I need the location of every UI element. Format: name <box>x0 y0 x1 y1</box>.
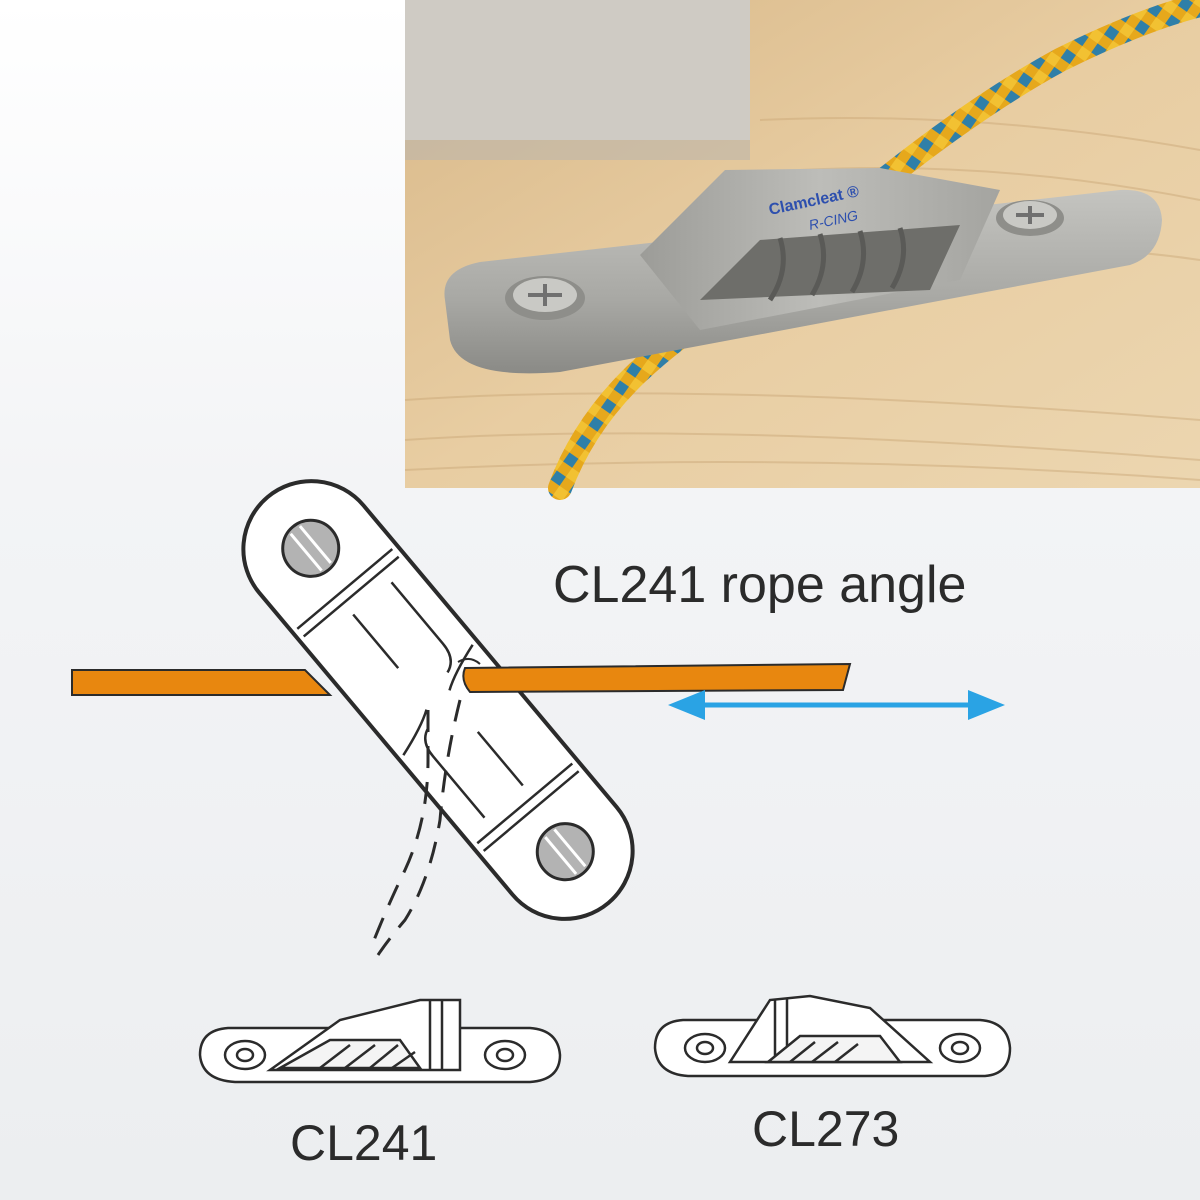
pull-direction-arrow <box>668 690 1005 720</box>
background-object <box>405 0 750 140</box>
cleat-top-view <box>241 479 635 921</box>
rope-alternate-path <box>370 699 462 956</box>
rope-right-segment <box>457 658 852 694</box>
cleat-outline-cl273 <box>653 994 1012 1078</box>
screw-right-photo <box>996 200 1064 236</box>
rope-left-segment <box>71 669 333 696</box>
product-photo: Clamcleat ® R-CING <box>404 0 1200 500</box>
cleat-photo: Clamcleat ® R-CING <box>444 168 1162 374</box>
screw-left-photo <box>505 276 585 320</box>
screw-left-icon <box>281 518 341 578</box>
cleat-outline-cl241 <box>198 998 562 1084</box>
diagram-title: CL241 rope angle <box>553 556 966 614</box>
product-label-cl273: CL273 <box>752 1101 899 1157</box>
product-label-cl241: CL241 <box>290 1115 437 1171</box>
screw-right-icon <box>535 822 595 882</box>
